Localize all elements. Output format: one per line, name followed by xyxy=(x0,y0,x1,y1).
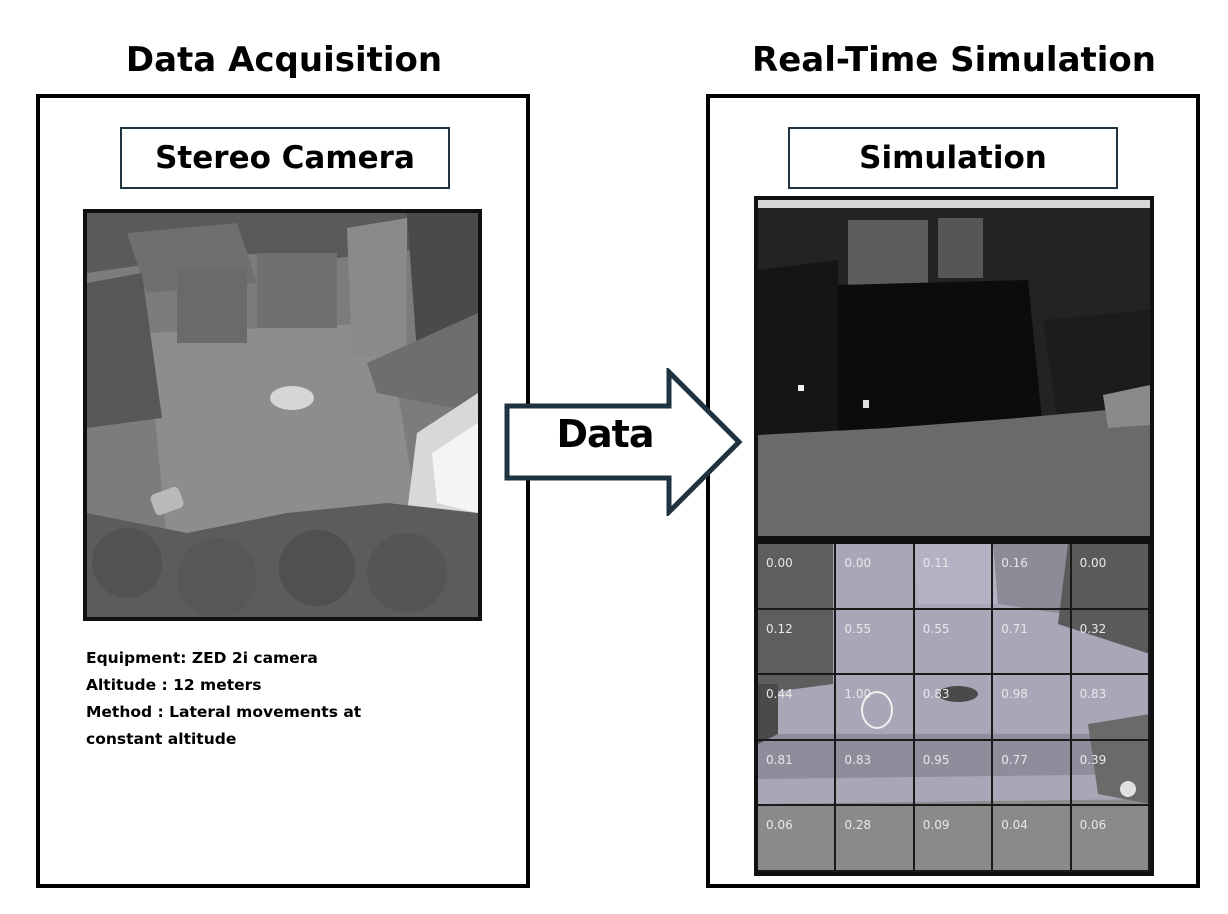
grid-cell: 0.28 xyxy=(836,806,915,872)
altitude-text: Altitude : 12 meters xyxy=(86,676,262,694)
stereo-camera-label: Stereo Camera xyxy=(120,127,450,189)
grid-cell: 0.55 xyxy=(914,609,994,676)
grid-probability-map: 0.00 0.00 0.11 0.16 0.00 0.12 0.55 0.55 … xyxy=(754,540,1154,876)
grid-cell: 0.71 xyxy=(993,609,1072,676)
depth-map-image xyxy=(754,196,1154,540)
grid-cell: 0.12 xyxy=(758,609,837,676)
grid-cell: 0.00 xyxy=(836,544,915,610)
grid-cell: 0.83 xyxy=(914,675,994,741)
target-circle-marker xyxy=(861,691,893,729)
grid-cell: 0.09 xyxy=(914,806,994,872)
grid-cell: 0.55 xyxy=(836,609,915,676)
grid-cell: 0.16 xyxy=(993,544,1072,610)
grid-cell: 0.81 xyxy=(758,740,837,807)
grid-cell: 0.06 xyxy=(758,806,837,872)
equipment-text: Equipment: ZED 2i camera xyxy=(86,649,318,667)
method-text: Method : Lateral movements at xyxy=(86,703,362,721)
grid-cell: 0.06 xyxy=(1071,806,1150,872)
data-acquisition-title: Data Acquisition xyxy=(125,40,443,80)
aerial-camera-image xyxy=(83,209,482,621)
data-flow-arrow xyxy=(504,368,743,516)
grid-cell: 0.83 xyxy=(1071,675,1150,741)
simulation-label: Simulation xyxy=(788,127,1118,189)
grid-cell: 0.32 xyxy=(1071,609,1150,676)
real-time-simulation-title: Real-Time Simulation xyxy=(752,40,1156,80)
grid-cell: 0.11 xyxy=(914,544,994,610)
grid-cell: 0.98 xyxy=(993,675,1072,741)
grid-cell: 0.95 xyxy=(914,740,994,807)
grid-cell: 0.39 xyxy=(1071,740,1150,807)
grid-cells: 0.00 0.00 0.11 0.16 0.00 0.12 0.55 0.55 … xyxy=(758,544,1150,872)
grid-cell: 0.00 xyxy=(758,544,837,610)
data-arrow-label: Data xyxy=(556,412,655,456)
grid-cell: 0.77 xyxy=(993,740,1072,807)
grid-cell: 0.83 xyxy=(836,740,915,807)
grid-cell: 0.00 xyxy=(1071,544,1150,610)
grid-cell: 0.04 xyxy=(993,806,1072,872)
grid-cell: 0.44 xyxy=(758,675,837,741)
method-text-continued: constant altitude xyxy=(86,730,237,748)
